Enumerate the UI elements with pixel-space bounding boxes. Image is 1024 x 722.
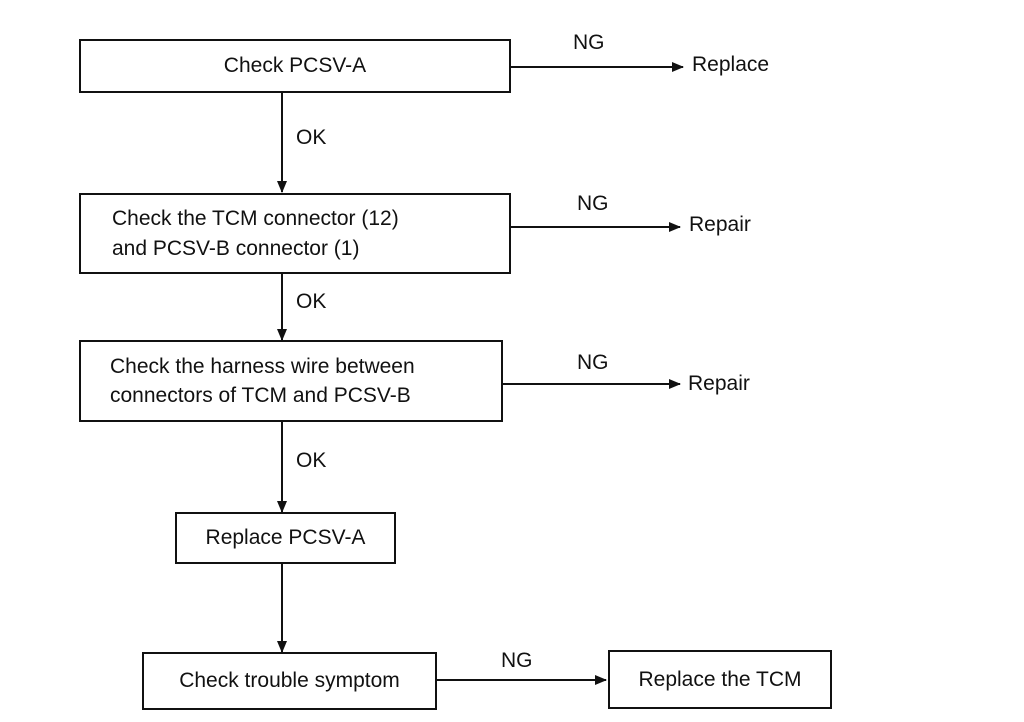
step-replace-pcsv-a-label: Replace PCSV-A — [205, 526, 366, 550]
ng-label-2: NG — [577, 192, 609, 215]
ok-label-3: OK — [296, 449, 327, 472]
ng-label-1: NG — [573, 31, 605, 54]
step-check-symptom-label: Check trouble symptom — [179, 669, 400, 693]
step-check-harness-line-2: connectors of TCM and PCSV-B — [110, 384, 411, 407]
step-check-connectors: Check the TCM connector (12) and PCSV-B … — [79, 193, 511, 274]
step-replace-tcm: Replace the TCM — [608, 650, 832, 709]
ng-label-3: NG — [577, 351, 609, 374]
ok-label-2: OK — [296, 290, 327, 313]
step-replace-pcsv-a: Replace PCSV-A — [175, 512, 396, 564]
ok-label-1: OK — [296, 126, 327, 149]
outcome-repair-1: Repair — [689, 213, 751, 236]
step-check-harness-line-1: Check the harness wire between — [110, 354, 415, 378]
outcome-repair-2: Repair — [688, 372, 750, 395]
step-check-connectors-line-1: Check the TCM connector (12) — [112, 207, 399, 231]
step-check-pcsv-a-label: Check PCSV-A — [223, 54, 367, 78]
outcome-replace: Replace — [692, 53, 770, 76]
step-check-connectors-line-2: and PCSV-B connector (1) — [112, 236, 360, 260]
step-check-symptom: Check trouble symptom — [142, 652, 437, 710]
step-check-pcsv-a: Check PCSV-A — [79, 39, 511, 93]
step-replace-tcm-label: Replace the TCM — [638, 667, 802, 691]
step-check-harness: Check the harness wire between connector… — [79, 340, 503, 422]
ng-label-4: NG — [501, 649, 533, 672]
